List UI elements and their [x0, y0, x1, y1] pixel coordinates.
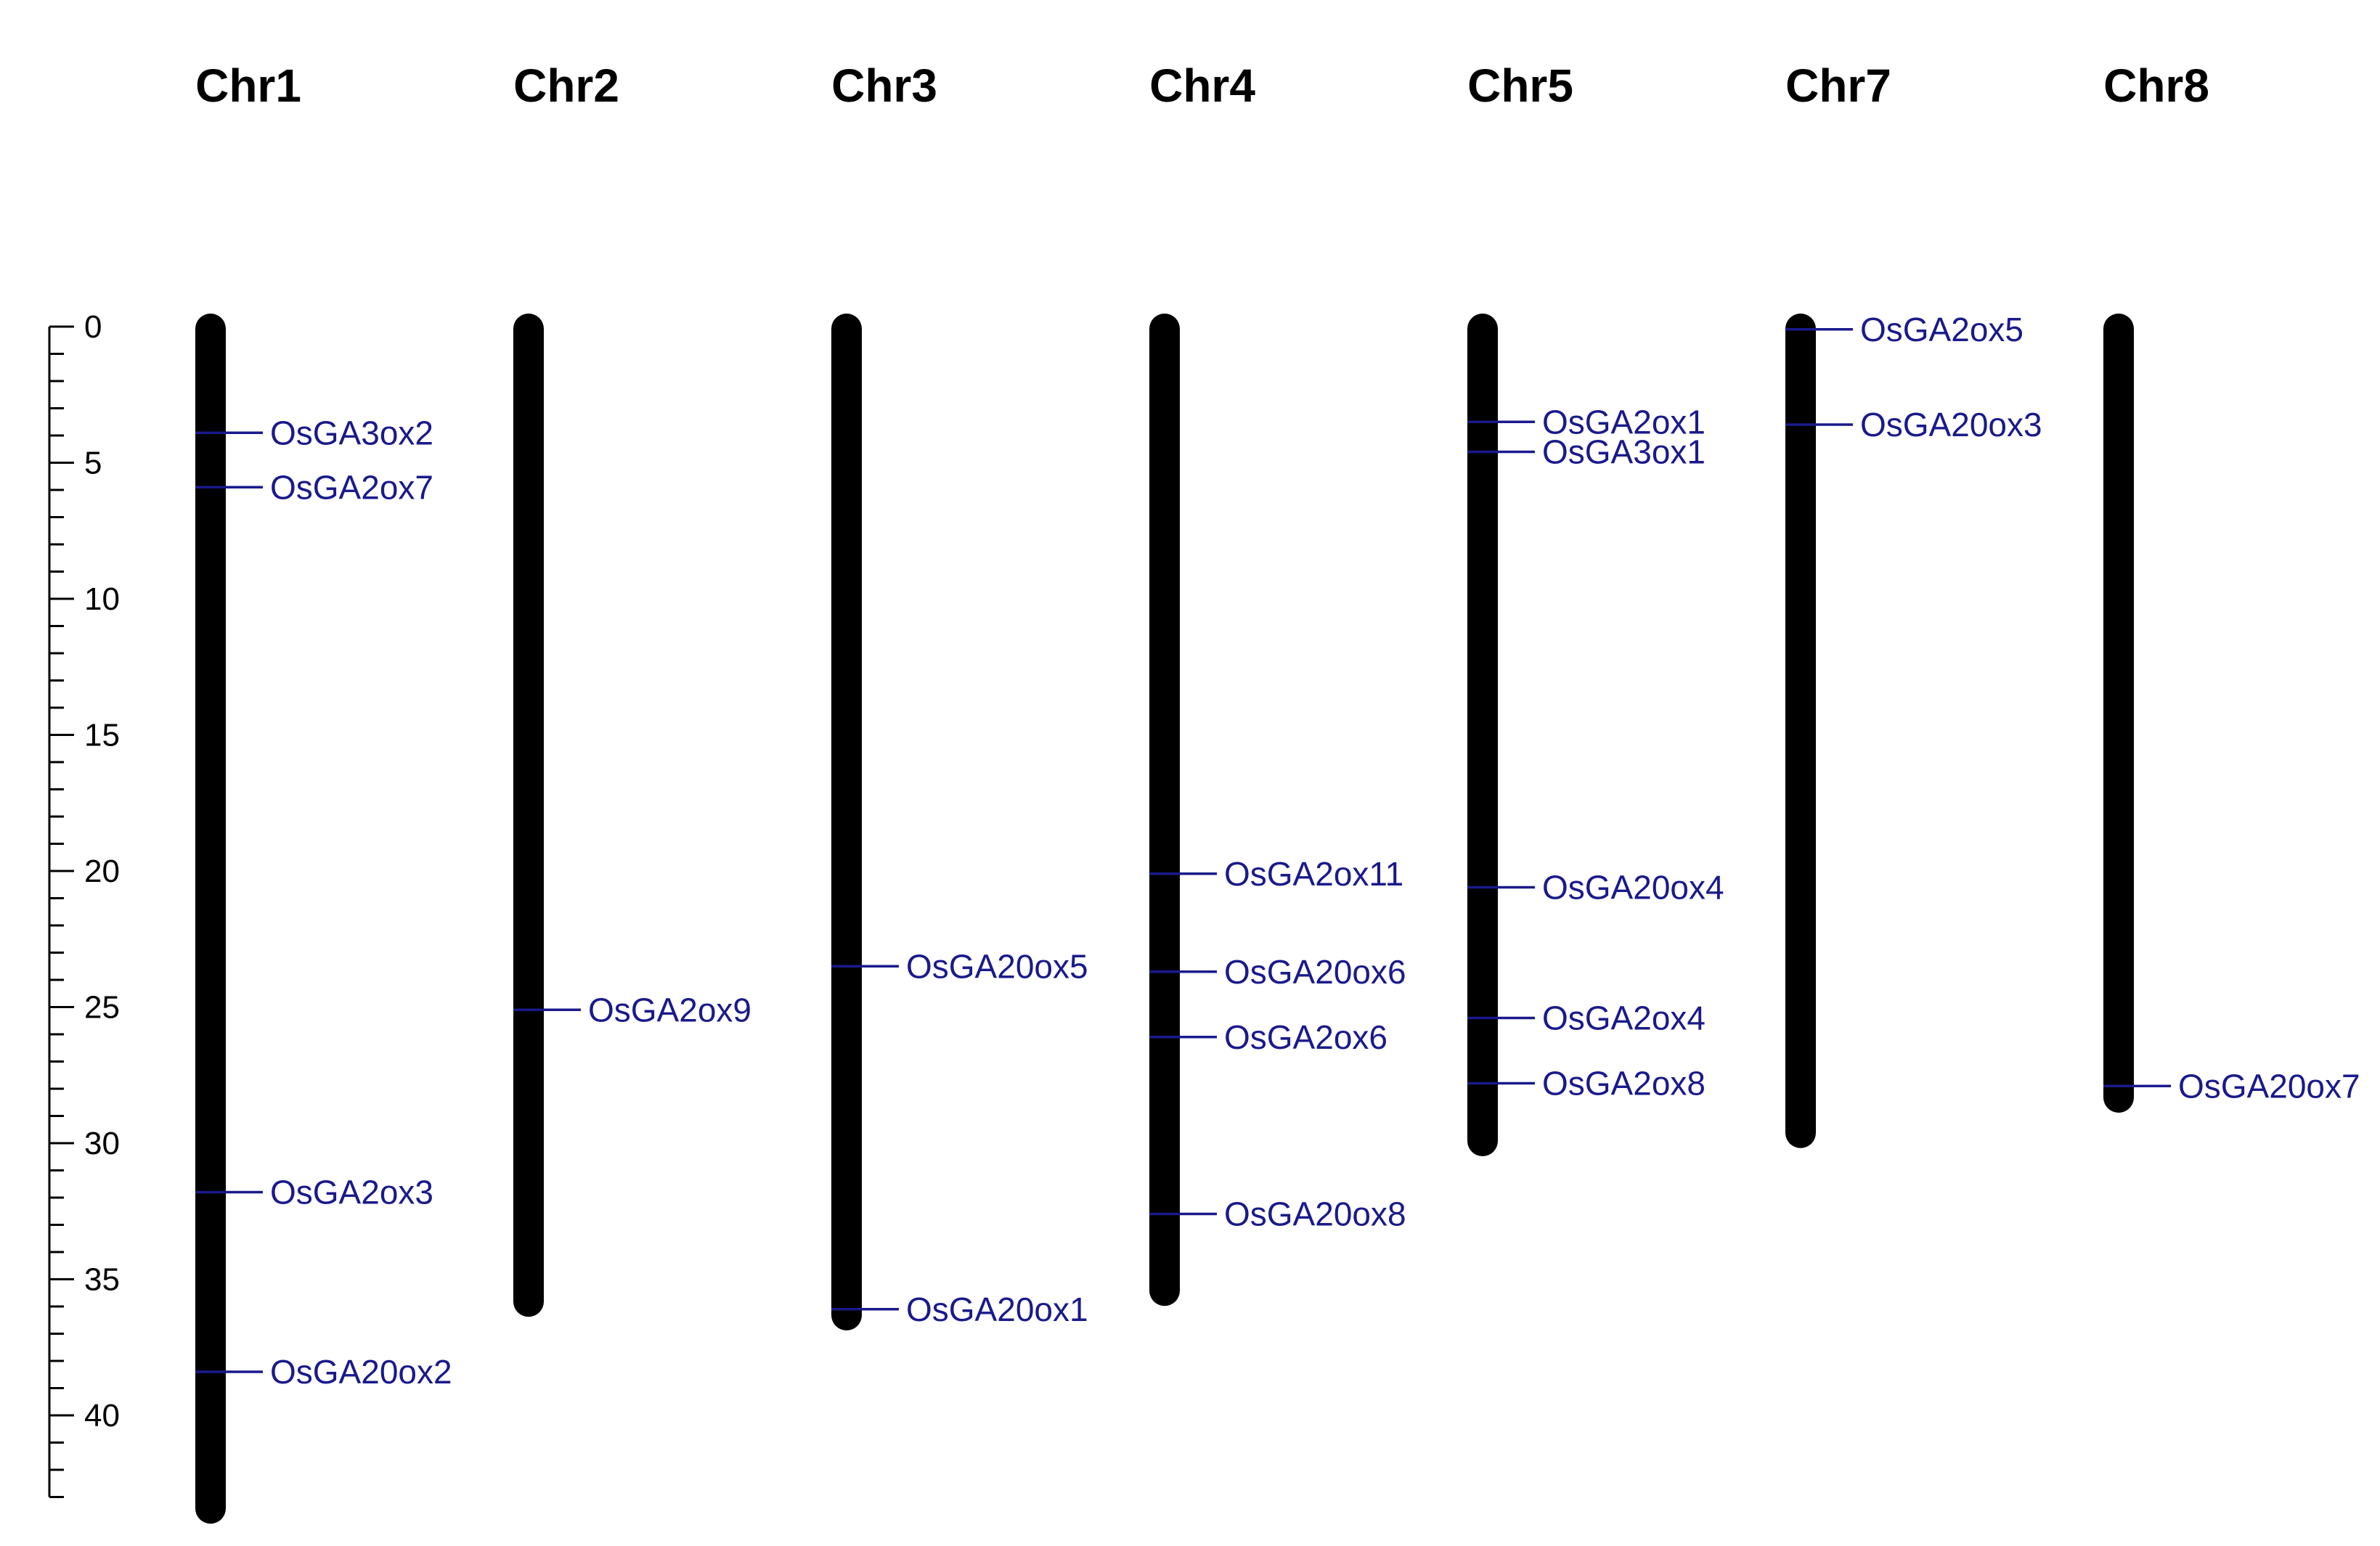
- chromosome-title: Chr1: [195, 60, 301, 112]
- gene-label: OsGA20ox2: [270, 1353, 452, 1391]
- gene-label: OsGA2ox4: [1542, 999, 1705, 1037]
- scale-tick-label: 5: [84, 446, 102, 481]
- gene-label: OsGA20ox8: [1224, 1195, 1406, 1233]
- scale-tick-label: 20: [84, 854, 120, 889]
- chromosome-bar: [1149, 314, 1180, 1306]
- chromosome-bar: [195, 314, 226, 1524]
- gene-label: OsGA2ox6: [1224, 1018, 1387, 1056]
- scale-tick-label: 25: [84, 990, 120, 1026]
- gene-label: OsGA2ox1: [1542, 403, 1705, 441]
- gene-label: OsGA20ox4: [1542, 869, 1724, 907]
- gene-label: OsGA3ox2: [270, 414, 433, 451]
- gene-label: OsGA20ox3: [1860, 406, 2042, 443]
- chromosome-bar: [2103, 314, 2134, 1113]
- scale-tick-label: 15: [84, 718, 120, 753]
- chromosomes: Chr1OsGA3ox2OsGA2ox7OsGA2ox3OsGA20ox2Chr…: [195, 60, 2360, 1524]
- chromosome-title: Chr3: [831, 60, 937, 112]
- scale-tick-label: 30: [84, 1126, 120, 1161]
- gene-label: OsGA20ox7: [2178, 1067, 2360, 1105]
- chromosome-title: Chr7: [1785, 60, 1891, 112]
- chromosome-title: Chr2: [513, 60, 619, 112]
- gene-label: OsGA20ox1: [906, 1291, 1088, 1328]
- chromosome-title: Chr8: [2103, 60, 2209, 112]
- scale-tick-label: 40: [84, 1398, 120, 1433]
- scale-tick-label: 35: [84, 1262, 120, 1298]
- gene-label: OsGA2ox5: [1860, 311, 2024, 348]
- gene-label: OsGA20ox5: [906, 947, 1088, 985]
- chromosome-title: Chr5: [1467, 60, 1573, 112]
- gene-label: OsGA3ox1: [1542, 433, 1705, 471]
- scale-tick-label: 10: [84, 581, 120, 617]
- gene-label: OsGA2ox9: [588, 991, 751, 1028]
- gene-label: OsGA2ox3: [270, 1174, 433, 1211]
- chromosome-bar: [831, 314, 862, 1330]
- scale-axis: 0 5 10 15 20 25 30 35 40: [48, 309, 120, 1498]
- gene-label: OsGA2ox8: [1542, 1065, 1705, 1103]
- chromosome-bar: [513, 314, 544, 1317]
- chromosome-bar: [1785, 314, 1816, 1148]
- scale-tick-label: 0: [84, 309, 102, 345]
- chromosome-chr5: Chr5OsGA2ox1OsGA3ox1OsGA20ox4OsGA2ox4OsG…: [1467, 60, 1724, 1156]
- gene-label: OsGA2ox11: [1224, 855, 1403, 893]
- chromosome-bar: [1467, 314, 1498, 1156]
- gene-label: OsGA2ox7: [270, 468, 433, 506]
- gene-label: OsGA20ox6: [1224, 953, 1406, 991]
- chromosome-title: Chr4: [1149, 60, 1255, 112]
